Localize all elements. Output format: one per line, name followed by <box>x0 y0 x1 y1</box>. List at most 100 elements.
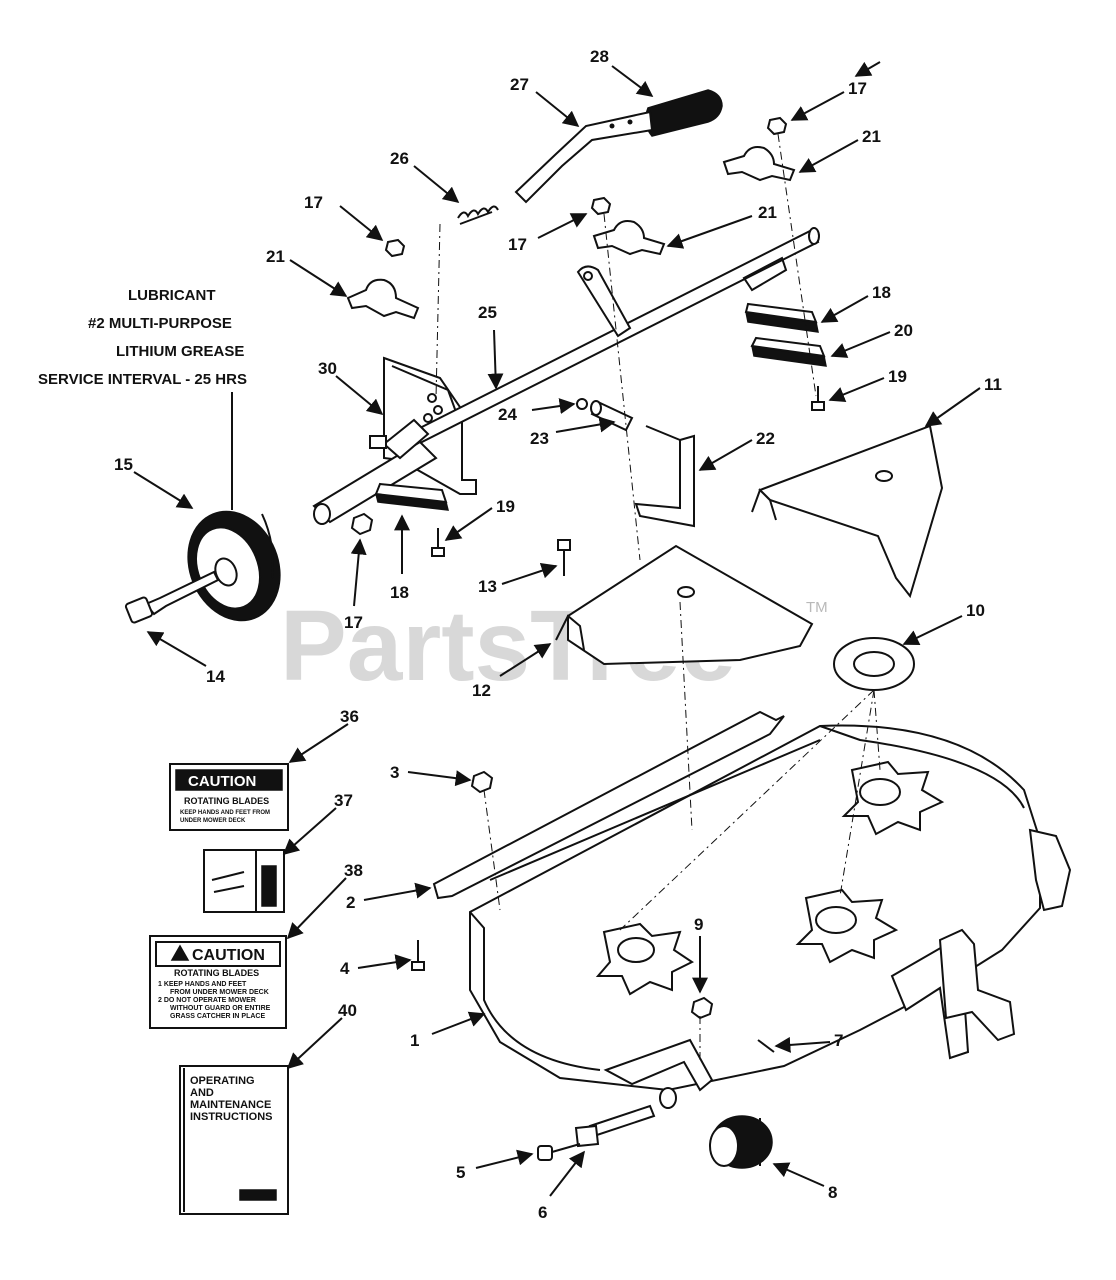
pin-7 <box>757 1039 775 1053</box>
nut-9 <box>690 996 714 1020</box>
deck-rail-2 <box>432 710 821 900</box>
svg-text:FROM UNDER MOWER DECK: FROM UNDER MOWER DECK <box>170 989 269 996</box>
callout-19b: 19 <box>496 497 515 516</box>
svg-text:WITHOUT GUARD OR ENTIRE: WITHOUT GUARD OR ENTIRE <box>170 1005 271 1012</box>
bolt-19a <box>811 386 825 411</box>
callout-26: 26 <box>390 149 409 168</box>
callout-18b: 18 <box>390 583 409 602</box>
svg-text:TM: TM <box>806 599 828 616</box>
lift-arm <box>576 265 632 338</box>
svg-text:AND: AND <box>190 1087 214 1099</box>
blade-shield-11 <box>751 424 944 599</box>
saddle-clamp-21c <box>722 146 796 182</box>
callout-12: 12 <box>472 681 491 700</box>
axle-bolt-14 <box>124 570 220 624</box>
bolt-13 <box>557 539 571 576</box>
blade-shield-12 <box>555 544 814 666</box>
callout-4: 4 <box>340 959 350 978</box>
saddle-clamp-21b <box>592 220 666 256</box>
manual-40: OPERATING AND MAINTENANCE INSTRUCTIONS <box>179 1065 289 1215</box>
callout-22: 22 <box>756 429 775 448</box>
callout-1: 1 <box>410 1031 419 1050</box>
washer-24 <box>576 398 588 410</box>
callout-6: 6 <box>538 1203 547 1222</box>
roller-bracket <box>603 1038 714 1109</box>
callout-9: 9 <box>694 915 703 934</box>
callout-36: 36 <box>340 707 359 726</box>
callout-25: 25 <box>478 303 497 322</box>
svg-text:CAUTION: CAUTION <box>188 773 256 790</box>
callout-14: 14 <box>206 667 225 686</box>
callout-21a: 21 <box>266 247 285 266</box>
mower-deck-1 <box>469 724 1072 1092</box>
decal-38: CAUTION ROTATING BLADES 1 KEEP HANDS AND… <box>149 935 287 1029</box>
svg-text:2 DO NOT OPERATE MOWER: 2 DO NOT OPERATE MOWER <box>158 997 256 1004</box>
note-line-1: LUBRICANT <box>128 287 216 304</box>
callout-17a: 17 <box>304 193 323 212</box>
spring-26 <box>457 205 499 225</box>
callout-21b: 21 <box>758 203 777 222</box>
note-line-2: #2 MULTI-PURPOSE <box>88 315 232 332</box>
callout-2: 2 <box>346 893 355 912</box>
svg-text:UNDER MOWER DECK: UNDER MOWER DECK <box>180 818 246 824</box>
callout-21c: 21 <box>862 127 881 146</box>
callout-30: 30 <box>318 359 337 378</box>
callout-38: 38 <box>344 861 363 880</box>
note-line-4: SERVICE INTERVAL - 25 HRS <box>38 371 247 388</box>
callout-3: 3 <box>390 763 399 782</box>
callout-37: 37 <box>334 791 353 810</box>
callout-19a: 19 <box>888 367 907 386</box>
callout-23: 23 <box>530 429 549 448</box>
callout-5: 5 <box>456 1163 465 1182</box>
centerlines <box>435 133 881 1062</box>
nut-3 <box>470 770 494 794</box>
svg-text:KEEP HANDS AND FEET FROM: KEEP HANDS AND FEET FROM <box>180 810 270 816</box>
decal-36: CAUTION ROTATING BLADES KEEP HANDS AND F… <box>169 763 289 831</box>
bolt-4 <box>411 940 425 971</box>
callout-15: 15 <box>114 455 133 474</box>
callout-10: 10 <box>966 601 985 620</box>
leaders <box>133 61 981 1197</box>
callout-18a: 18 <box>872 283 891 302</box>
svg-text:CAUTION: CAUTION <box>192 947 265 964</box>
decal-37 <box>203 849 285 913</box>
svg-text:OPERATING: OPERATING <box>190 1075 255 1087</box>
svg-text:1 KEEP HANDS AND FEET: 1 KEEP HANDS AND FEET <box>158 981 247 988</box>
pad-18b <box>374 482 449 511</box>
callout-11: 11 <box>984 375 1002 394</box>
nut-17c <box>766 116 788 136</box>
svg-text:GRASS CATCHER IN PLACE: GRASS CATCHER IN PLACE <box>170 1013 265 1020</box>
callout-17d: 17 <box>344 613 363 632</box>
note-line-3: LITHIUM GREASE <box>116 343 244 360</box>
callout-27: 27 <box>510 75 529 94</box>
lubricant-note: LUBRICANT #2 MULTI-PURPOSE LITHIUM GREAS… <box>38 287 247 510</box>
pad-20 <box>750 336 827 367</box>
bolt-5 <box>537 1143 581 1161</box>
nut-17d <box>350 512 374 536</box>
callout-17b: 17 <box>508 235 527 254</box>
wheel-15 <box>187 510 281 622</box>
svg-text:ROTATING BLADES: ROTATING BLADES <box>184 796 269 806</box>
svg-text:MAINTENANCE: MAINTENANCE <box>190 1099 271 1111</box>
handle-grip-28 <box>645 89 723 137</box>
bearing-plate-10 <box>833 637 915 691</box>
svg-text:ROTATING BLADES: ROTATING BLADES <box>174 968 259 978</box>
height-adjust-lever-27 <box>514 110 654 204</box>
roller-8 <box>709 1115 773 1169</box>
bracket-22 <box>634 425 695 528</box>
callout-20: 20 <box>894 321 913 340</box>
bolt-19b <box>431 528 445 557</box>
callout-17c: 17 <box>848 79 867 98</box>
nut-17b <box>590 196 612 216</box>
nut-17a <box>384 238 406 258</box>
callout-numbers: 28 27 26 17 21 17 17 21 21 25 30 18 20 1… <box>114 47 1002 1222</box>
pad-18a <box>744 302 819 333</box>
callout-13: 13 <box>478 577 497 596</box>
axle-arm <box>312 418 438 525</box>
saddle-clamp-21a <box>346 278 420 320</box>
callout-8: 8 <box>828 1183 837 1202</box>
pin-6 <box>574 1104 656 1148</box>
callout-40: 40 <box>338 1001 357 1020</box>
svg-text:INSTRUCTIONS: INSTRUCTIONS <box>190 1111 273 1123</box>
